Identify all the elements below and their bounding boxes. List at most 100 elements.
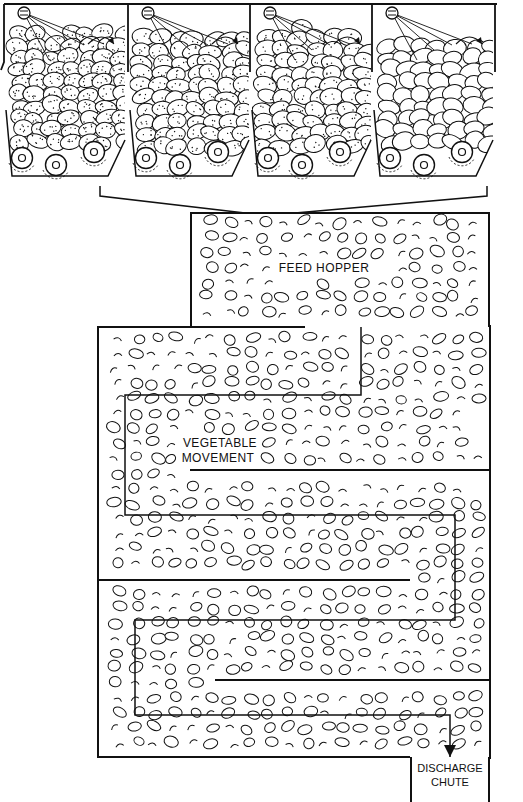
dirt-speck <box>18 90 20 92</box>
dirt-speck <box>270 60 272 62</box>
dirt-speck <box>208 70 210 72</box>
dirt-speck <box>329 33 331 35</box>
dirt-speck <box>100 109 102 111</box>
dirt-speck <box>295 147 297 149</box>
dirt-speck <box>213 96 214 97</box>
roller-outline <box>258 148 279 169</box>
potato-edge <box>395 334 403 339</box>
potato-edge <box>204 488 212 493</box>
dirt-speck <box>159 82 161 84</box>
potato <box>354 231 369 246</box>
dirt-speck <box>26 66 28 68</box>
potato-edge <box>170 424 178 430</box>
dirt-speck <box>73 57 75 59</box>
dirt-speck <box>58 139 60 141</box>
dirt-speck <box>126 145 128 147</box>
dirt-speck <box>214 120 216 122</box>
dirt-speck <box>111 105 113 107</box>
potato <box>413 406 427 417</box>
dirt-speck <box>260 74 262 76</box>
dirt-speck <box>39 105 41 107</box>
spray-ray <box>24 13 66 50</box>
dirt-speck <box>97 69 99 71</box>
dirt-speck <box>29 111 31 113</box>
potato <box>266 526 279 538</box>
dirt-speck <box>146 108 148 110</box>
dirt-speck <box>54 91 55 92</box>
dirt-speck <box>240 73 241 74</box>
potato <box>390 275 405 289</box>
dirt-speck <box>63 107 65 109</box>
potato <box>187 481 199 491</box>
potato <box>412 345 429 358</box>
potato-edge <box>433 620 441 627</box>
dirt-speck <box>301 135 303 137</box>
potato <box>471 557 483 568</box>
potato-edge <box>475 547 483 552</box>
dirt-speck <box>199 108 201 110</box>
dirt-speck <box>79 35 81 37</box>
dirt-speck <box>205 132 207 134</box>
potato <box>204 408 221 421</box>
potato-edge <box>363 442 371 448</box>
dirt-speck <box>103 30 105 32</box>
dirt-speck <box>16 145 18 147</box>
dirt-speck <box>63 107 65 109</box>
dirt-speck <box>18 56 20 58</box>
compartment <box>128 7 261 179</box>
potato <box>245 375 260 387</box>
dirt-speck <box>193 82 194 83</box>
potato-edge <box>419 547 427 552</box>
dirt-speck <box>38 36 40 38</box>
potato <box>168 510 184 523</box>
potato-edge <box>339 489 347 493</box>
dirt-speck <box>55 130 57 132</box>
dirt-speck <box>74 94 76 96</box>
potato-edge <box>131 561 139 565</box>
dirt-speck <box>69 141 71 143</box>
potato-edge <box>412 233 420 239</box>
dirt-speck <box>331 33 333 35</box>
dirt-speck <box>195 99 197 101</box>
dirt-speck <box>271 60 273 62</box>
dirt-speck <box>106 126 108 128</box>
potato <box>255 232 269 245</box>
potato-edge <box>152 592 160 597</box>
potato <box>318 542 333 555</box>
dirt-speck <box>315 48 316 49</box>
dirt-speck <box>303 95 305 97</box>
dirt-speck <box>300 110 302 112</box>
dirt-speck <box>178 105 180 107</box>
dirt-speck <box>370 75 372 77</box>
potato-edge <box>398 423 406 428</box>
dirt-speck <box>235 147 237 149</box>
potato-edge <box>168 529 176 534</box>
potato-edge <box>474 456 482 459</box>
potato <box>333 527 350 542</box>
dirt-speck <box>348 132 350 134</box>
potato <box>450 374 468 391</box>
dirt-speck <box>93 118 95 120</box>
dirt-speck <box>277 123 278 124</box>
potato-edge <box>128 364 136 371</box>
dirt-speck <box>73 115 75 117</box>
dirt-speck <box>326 63 328 65</box>
dirt-speck <box>145 121 147 123</box>
potato <box>412 359 428 374</box>
compartment-wall <box>249 4 251 72</box>
potato <box>338 451 353 464</box>
potato-edge <box>456 314 464 317</box>
dirt-speck <box>110 133 112 135</box>
dirt-speck <box>88 104 90 106</box>
dirt-speck <box>32 68 34 70</box>
potato-edge <box>203 312 211 317</box>
potato-edge <box>321 335 329 341</box>
potato <box>320 619 334 631</box>
potato <box>472 394 486 403</box>
dirt-speck <box>337 117 339 119</box>
potato <box>381 421 393 431</box>
dirt-speck <box>269 83 271 85</box>
dirt-speck <box>141 50 143 52</box>
dirt-speck <box>106 80 108 82</box>
potato <box>399 528 411 539</box>
